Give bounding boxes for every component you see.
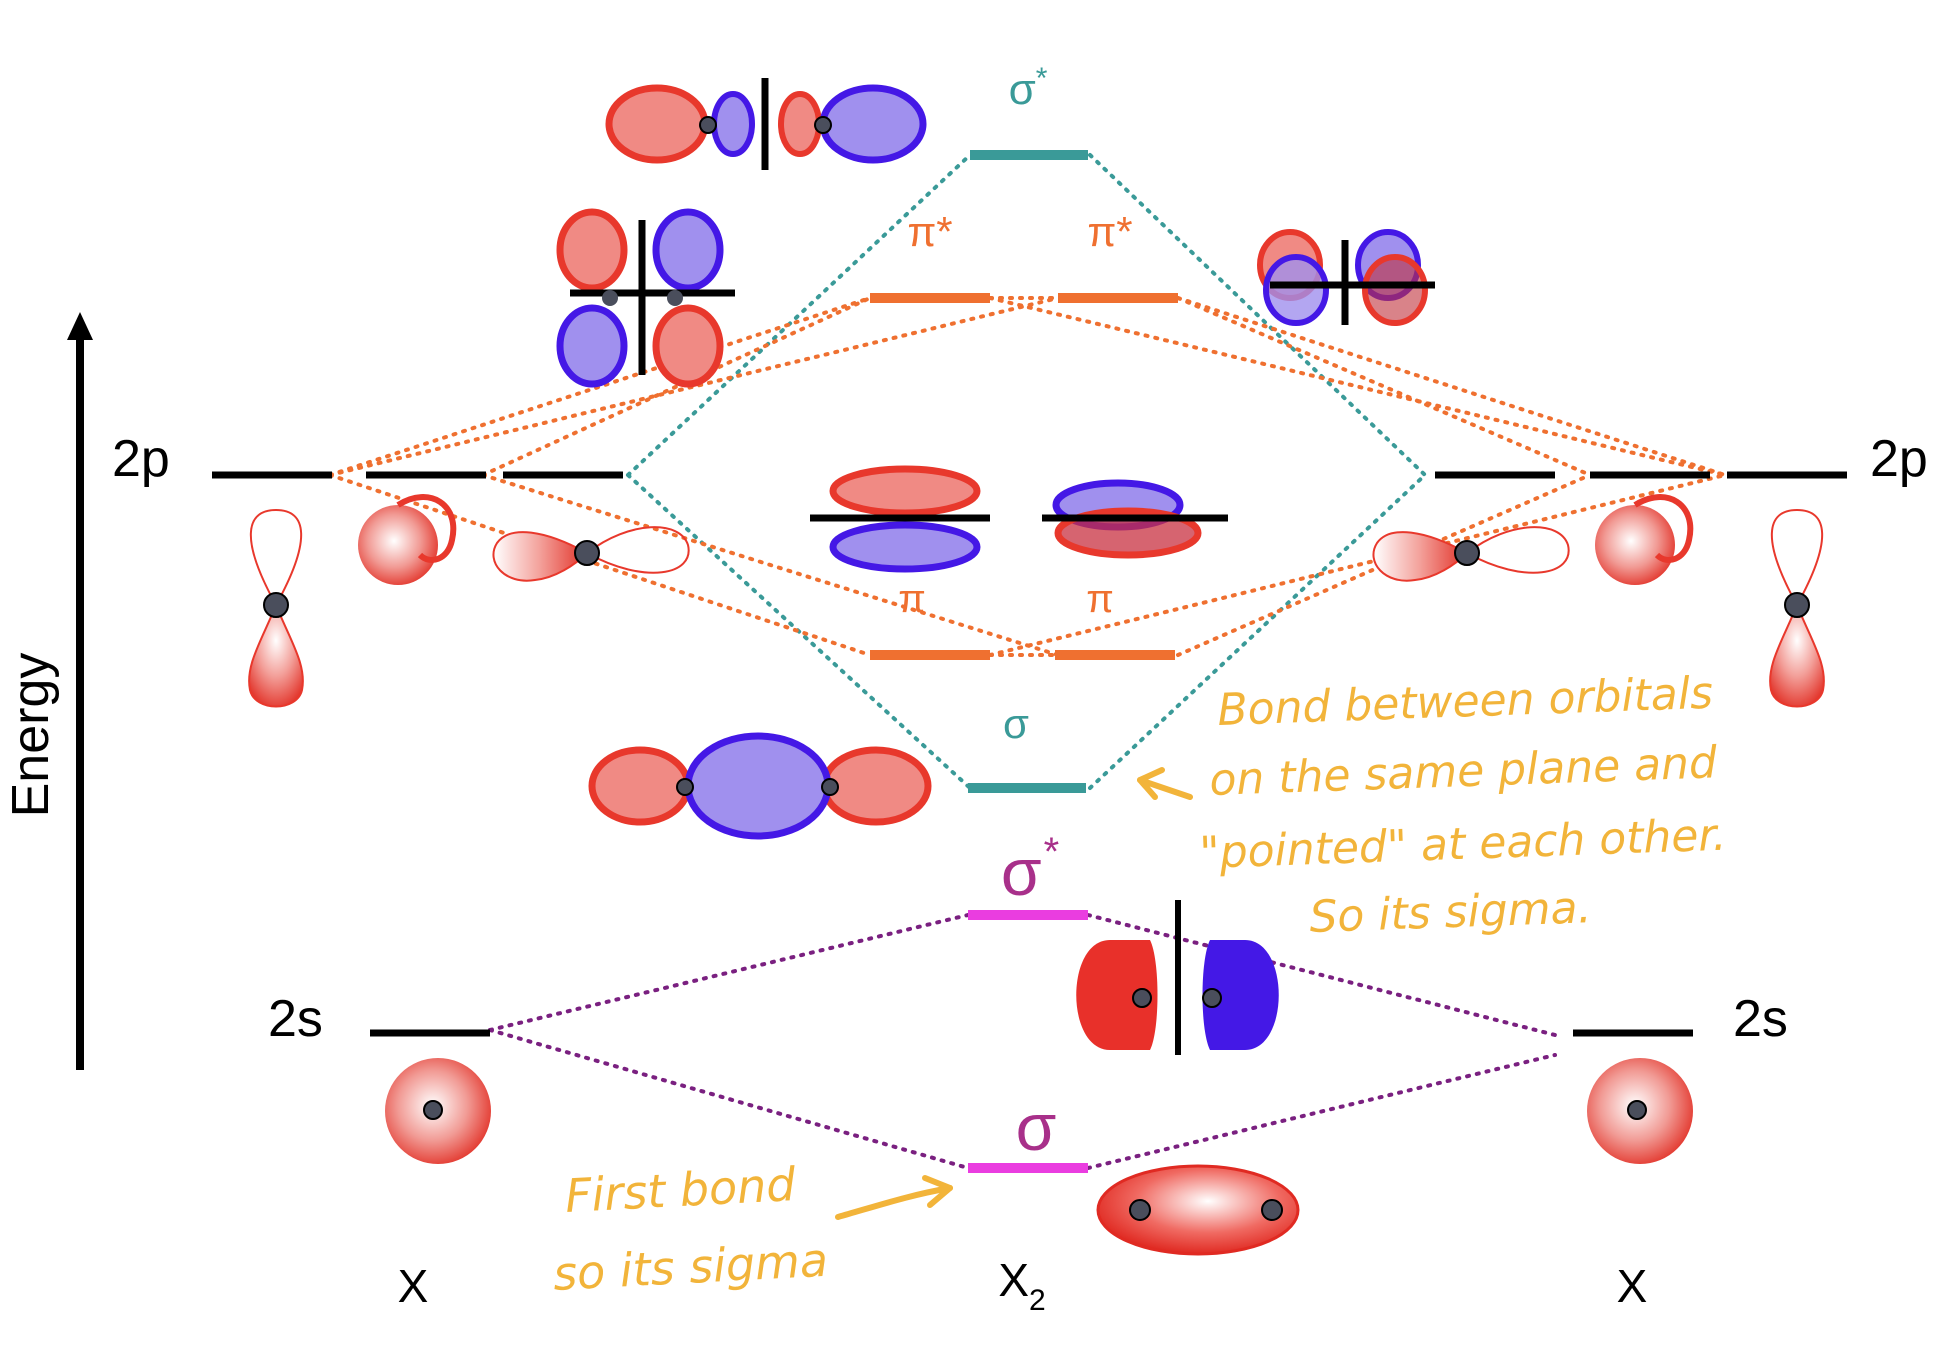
molecule-subscript: 2 [1029,1284,1046,1317]
sigma-2s-annotation: First bond so its sigma [552,1157,830,1301]
sigma-2p-note-line-2: on the same plane and [1209,737,1719,806]
sigma-2s-label: σ [1016,1090,1057,1164]
sigma-2p-note-line-4: So its sigma. [1309,882,1593,943]
sigma-star-2s-sup: * [1044,830,1060,874]
pi-orbital-left [810,465,990,573]
sigma-2s-arrow [835,1175,953,1220]
connectors-2s [488,913,1557,1170]
sigma-star-2p-label: σ [1009,65,1036,114]
pi-label-right: π [1086,577,1114,621]
right-2p-label: 2p [1870,430,1928,488]
left-2s-orbital [385,1058,491,1164]
sigma-2p-note-line-1: Bond between orbitals [1217,668,1714,736]
svg-text:σ*: σ* [1001,830,1059,909]
svg-text:σ*: σ* [1009,62,1048,114]
left-2p-label: 2p [112,430,170,488]
sigma-2s-orbital [1096,1164,1300,1256]
svg-text:X2: X2 [998,1254,1045,1317]
sigma-star-2s-orbital [1076,900,1279,1055]
sigma-2s-note-line-1: First bond [564,1157,798,1223]
sigma-star-2p-orbital [605,78,927,170]
right-atom-label: X [1617,1260,1648,1312]
pi-label-left: π [898,577,926,621]
sigma-2p-orbital [588,732,932,840]
pi-star-label-right: π* [1087,208,1132,255]
left-2s-label: 2s [268,990,323,1048]
left-atom-label: X [398,1260,429,1312]
right-2py-orbital [1595,494,1694,585]
right-2s-orbital [1587,1058,1693,1164]
sigma-2s-note-line-2: so its sigma [552,1233,830,1301]
left-2pz-orbital [248,508,304,708]
pi-orbital-right [1042,479,1228,559]
sigma-2p-arrow [1137,767,1193,800]
right-2px-orbital [1372,526,1570,582]
pi-star-orbital-left [556,208,735,388]
pi-star-label-left: π* [907,208,952,255]
right-2s-label: 2s [1733,990,1788,1048]
energy-axis-label: Energy [2,653,60,818]
sigma-2p-note-line-3: "pointed" at each other. [1199,810,1728,879]
left-2px-orbital [492,526,690,582]
energy-axis: Energy [2,312,93,1070]
sigma-star-2s-label: σ [1001,835,1042,909]
pi-star-orbital-right [1257,229,1435,326]
left-2py-orbital [358,494,457,585]
sigma-star-2p-sup: * [1036,62,1048,95]
molecule-label: X [998,1254,1029,1306]
sigma-2p-annotation: Bond between orbitals on the same plane … [1199,668,1728,943]
sigma-2p-label: σ [1003,700,1029,747]
connectors-2p-sigma [626,153,1427,790]
connectors-2p-pi [328,296,1727,657]
right-2pz-orbital [1769,508,1825,708]
